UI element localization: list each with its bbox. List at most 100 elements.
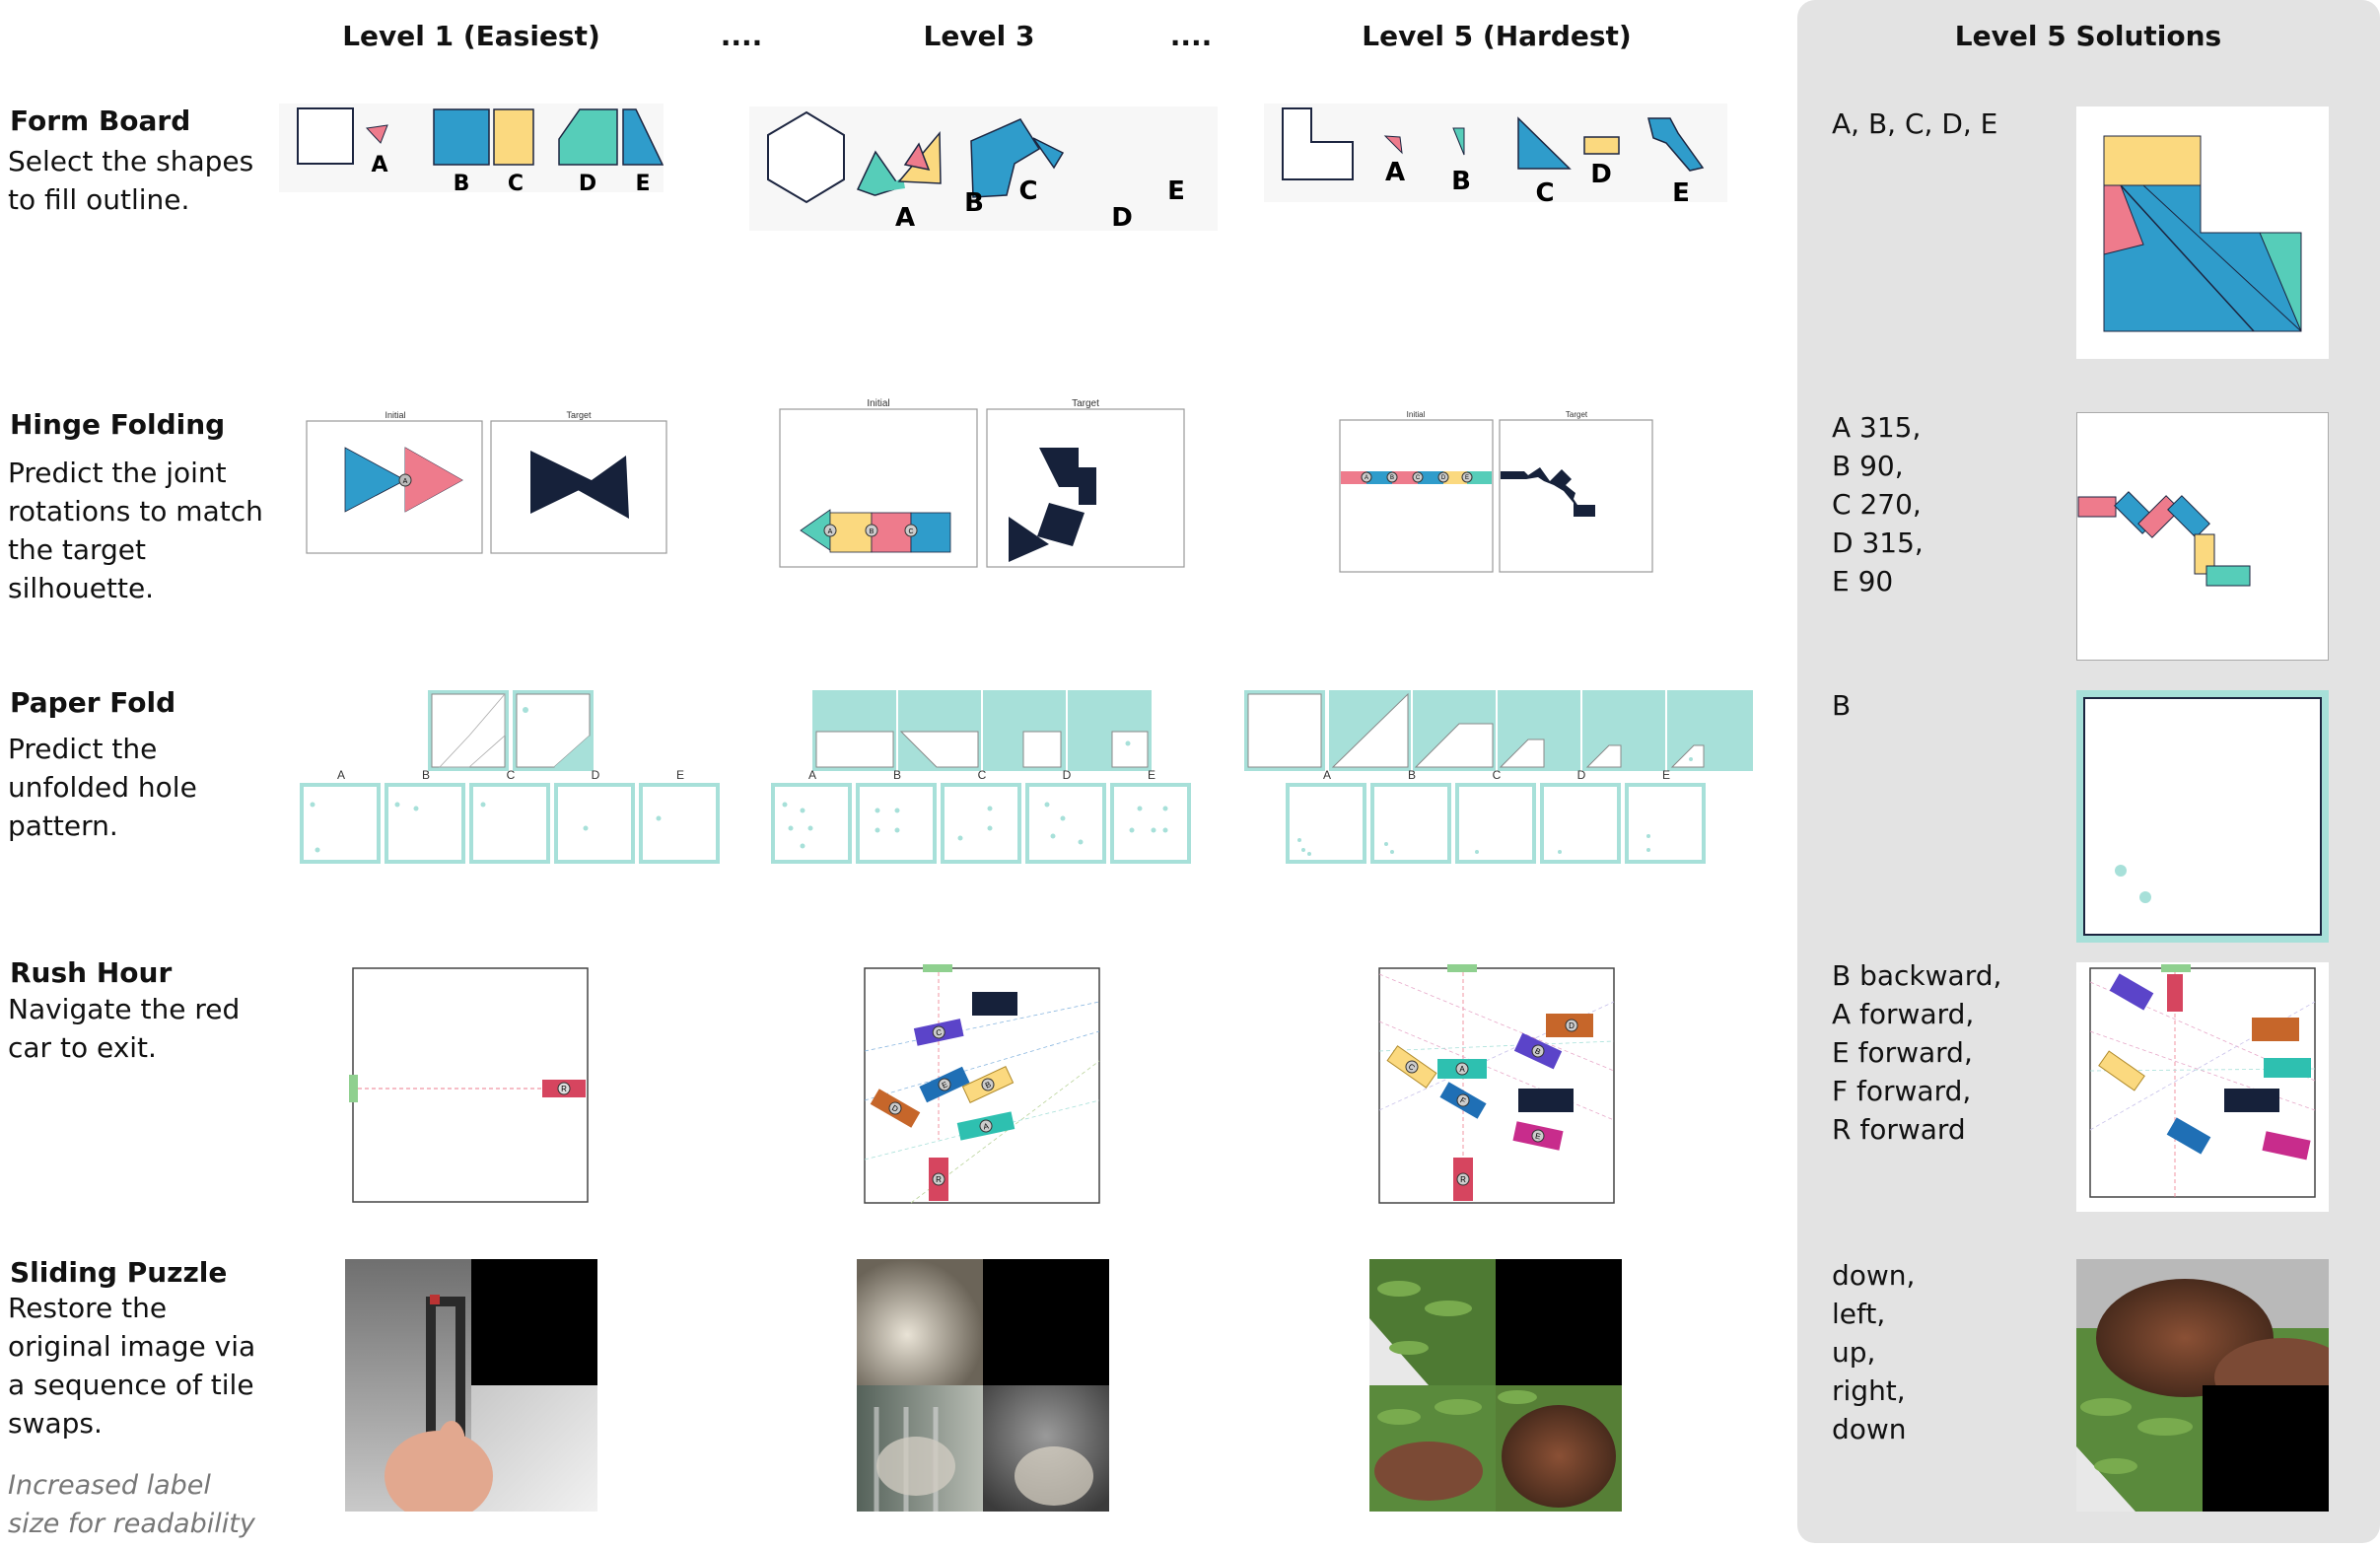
rush-hour-level5: D B C A F E R: [1378, 964, 1615, 1204]
car-label-f: F: [1458, 1095, 1467, 1105]
option-label-e: E: [1148, 768, 1155, 782]
option-label-a: A: [808, 768, 816, 782]
header-dots-1: ....: [720, 20, 763, 52]
option-cards: A B C D E: [300, 768, 720, 864]
option-label-e: E: [1662, 768, 1670, 782]
car-label-d: D: [1569, 1021, 1575, 1030]
solution-sliding-puzzle: down,left,up,right,down: [1832, 1259, 1916, 1445]
paper-fold-level5: A B C D E: [1244, 690, 1753, 864]
car-label-b: B: [1533, 1046, 1542, 1056]
hinge-folding-level5: Initial Target A B C D E: [1339, 410, 1653, 573]
option-label-d: D: [592, 768, 600, 782]
sliding-puzzle-level3: [857, 1259, 1109, 1512]
hinge-folding-level3: Initial Target A B C: [779, 398, 1185, 568]
solution-hinge-folding: A 315,B 90,C 270,D 315,E 90: [1832, 411, 1924, 598]
joint-a: A: [828, 528, 833, 535]
option-label-b: B: [893, 768, 901, 782]
hinge-folding-level1: Initial Target A: [306, 410, 667, 554]
option-label-c: C: [1535, 178, 1554, 206]
car-label-e: E: [941, 1080, 949, 1090]
hinge-folding-solution: [2076, 412, 2329, 661]
joint-b: B: [1390, 475, 1394, 481]
car-label-c: C: [1407, 1062, 1417, 1073]
car-label-r: R: [561, 1085, 567, 1093]
initial-label: Initial: [867, 398, 889, 409]
car-label-a: A: [983, 1121, 991, 1131]
option-label-a: A: [1323, 768, 1331, 782]
option-label-d: D: [1111, 203, 1133, 231]
option-label-c: C: [507, 768, 516, 782]
option-label-e: E: [1167, 176, 1185, 206]
option-label-e: E: [676, 768, 684, 782]
paper-fold-level1: A B C D E: [300, 690, 720, 864]
option-label-a: A: [337, 768, 345, 782]
option-label-d: D: [1063, 768, 1072, 782]
sliding-puzzle-solution: [2076, 1259, 2329, 1512]
option-label-c: C: [508, 172, 524, 196]
header-solutions: Level 5 Solutions: [1954, 20, 2222, 52]
target-label: Target: [1072, 398, 1099, 409]
joint-c: C: [908, 528, 913, 535]
car-label-r: R: [1460, 1175, 1466, 1184]
paper-fold-solution: [2076, 690, 2329, 943]
option-label-a: A: [371, 153, 387, 177]
solution-form-board: A, B, C, D, E: [1832, 107, 1998, 140]
header-level-1: Level 1 (Easiest): [342, 20, 600, 52]
rush-hour-solution: [2076, 962, 2329, 1212]
option-label-d: D: [1590, 160, 1612, 189]
joint-a: A: [403, 478, 408, 485]
option-label-d: D: [1577, 768, 1586, 782]
joint-a: A: [1365, 475, 1368, 481]
solution-paper-fold: B: [1832, 689, 1852, 722]
joint-c: C: [1416, 475, 1421, 481]
row-title-paper-fold: Paper Fold: [10, 686, 176, 719]
row-title-rush-hour: Rush Hour: [10, 956, 173, 989]
car-label-c: C: [936, 1027, 944, 1037]
joint-d: D: [1441, 475, 1446, 481]
form-board-level3: A B C D E: [749, 106, 1218, 231]
car-label-b: B: [984, 1080, 993, 1090]
option-label-b: B: [1451, 167, 1471, 196]
option-label-c: C: [1018, 176, 1037, 206]
sliding-puzzle-level5: [1369, 1259, 1622, 1512]
option-label-b: B: [422, 768, 430, 782]
row-title-hinge-folding: Hinge Folding: [10, 408, 226, 441]
car-label-r: R: [936, 1175, 942, 1184]
option-label-b: B: [454, 172, 470, 196]
sliding-puzzle-level1: [345, 1259, 597, 1512]
option-label-e: E: [635, 172, 650, 196]
solution-rush-hour: B backward,A forward,E forward,F forward…: [1832, 959, 2002, 1146]
option-label-b: B: [1408, 768, 1416, 782]
option-label-b: B: [964, 188, 984, 218]
paper-fold-level3: A B C D E: [771, 690, 1191, 864]
target-label: Target: [566, 410, 592, 420]
joint-b: B: [870, 528, 875, 535]
option-label-d: D: [579, 172, 596, 196]
initial-label: Initial: [1407, 410, 1426, 419]
target-label: Target: [1566, 410, 1588, 419]
form-board-solution: [2076, 106, 2329, 359]
car-label-a: A: [1459, 1065, 1465, 1074]
rush-hour-level1: R: [349, 967, 589, 1203]
option-label-e: E: [1672, 178, 1690, 206]
option-label-a: A: [895, 203, 915, 231]
option-label-a: A: [1385, 158, 1405, 187]
header-level-3: Level 3: [923, 20, 1035, 52]
car-label-e: E: [1534, 1132, 1541, 1142]
row-title-sliding-puzzle: Sliding Puzzle: [10, 1256, 228, 1289]
row-title-form-board: Form Board: [10, 105, 191, 137]
joint-e: E: [1465, 475, 1469, 481]
rush-hour-level3: C E B D A R: [864, 964, 1100, 1204]
option-label-c: C: [978, 768, 987, 782]
initial-label: Initial: [385, 410, 405, 420]
form-board-level1: A B C D E: [279, 104, 664, 196]
car-label-d: D: [890, 1103, 900, 1114]
header-level-5: Level 5 (Hardest): [1362, 20, 1632, 52]
option-label-c: C: [1493, 768, 1502, 782]
